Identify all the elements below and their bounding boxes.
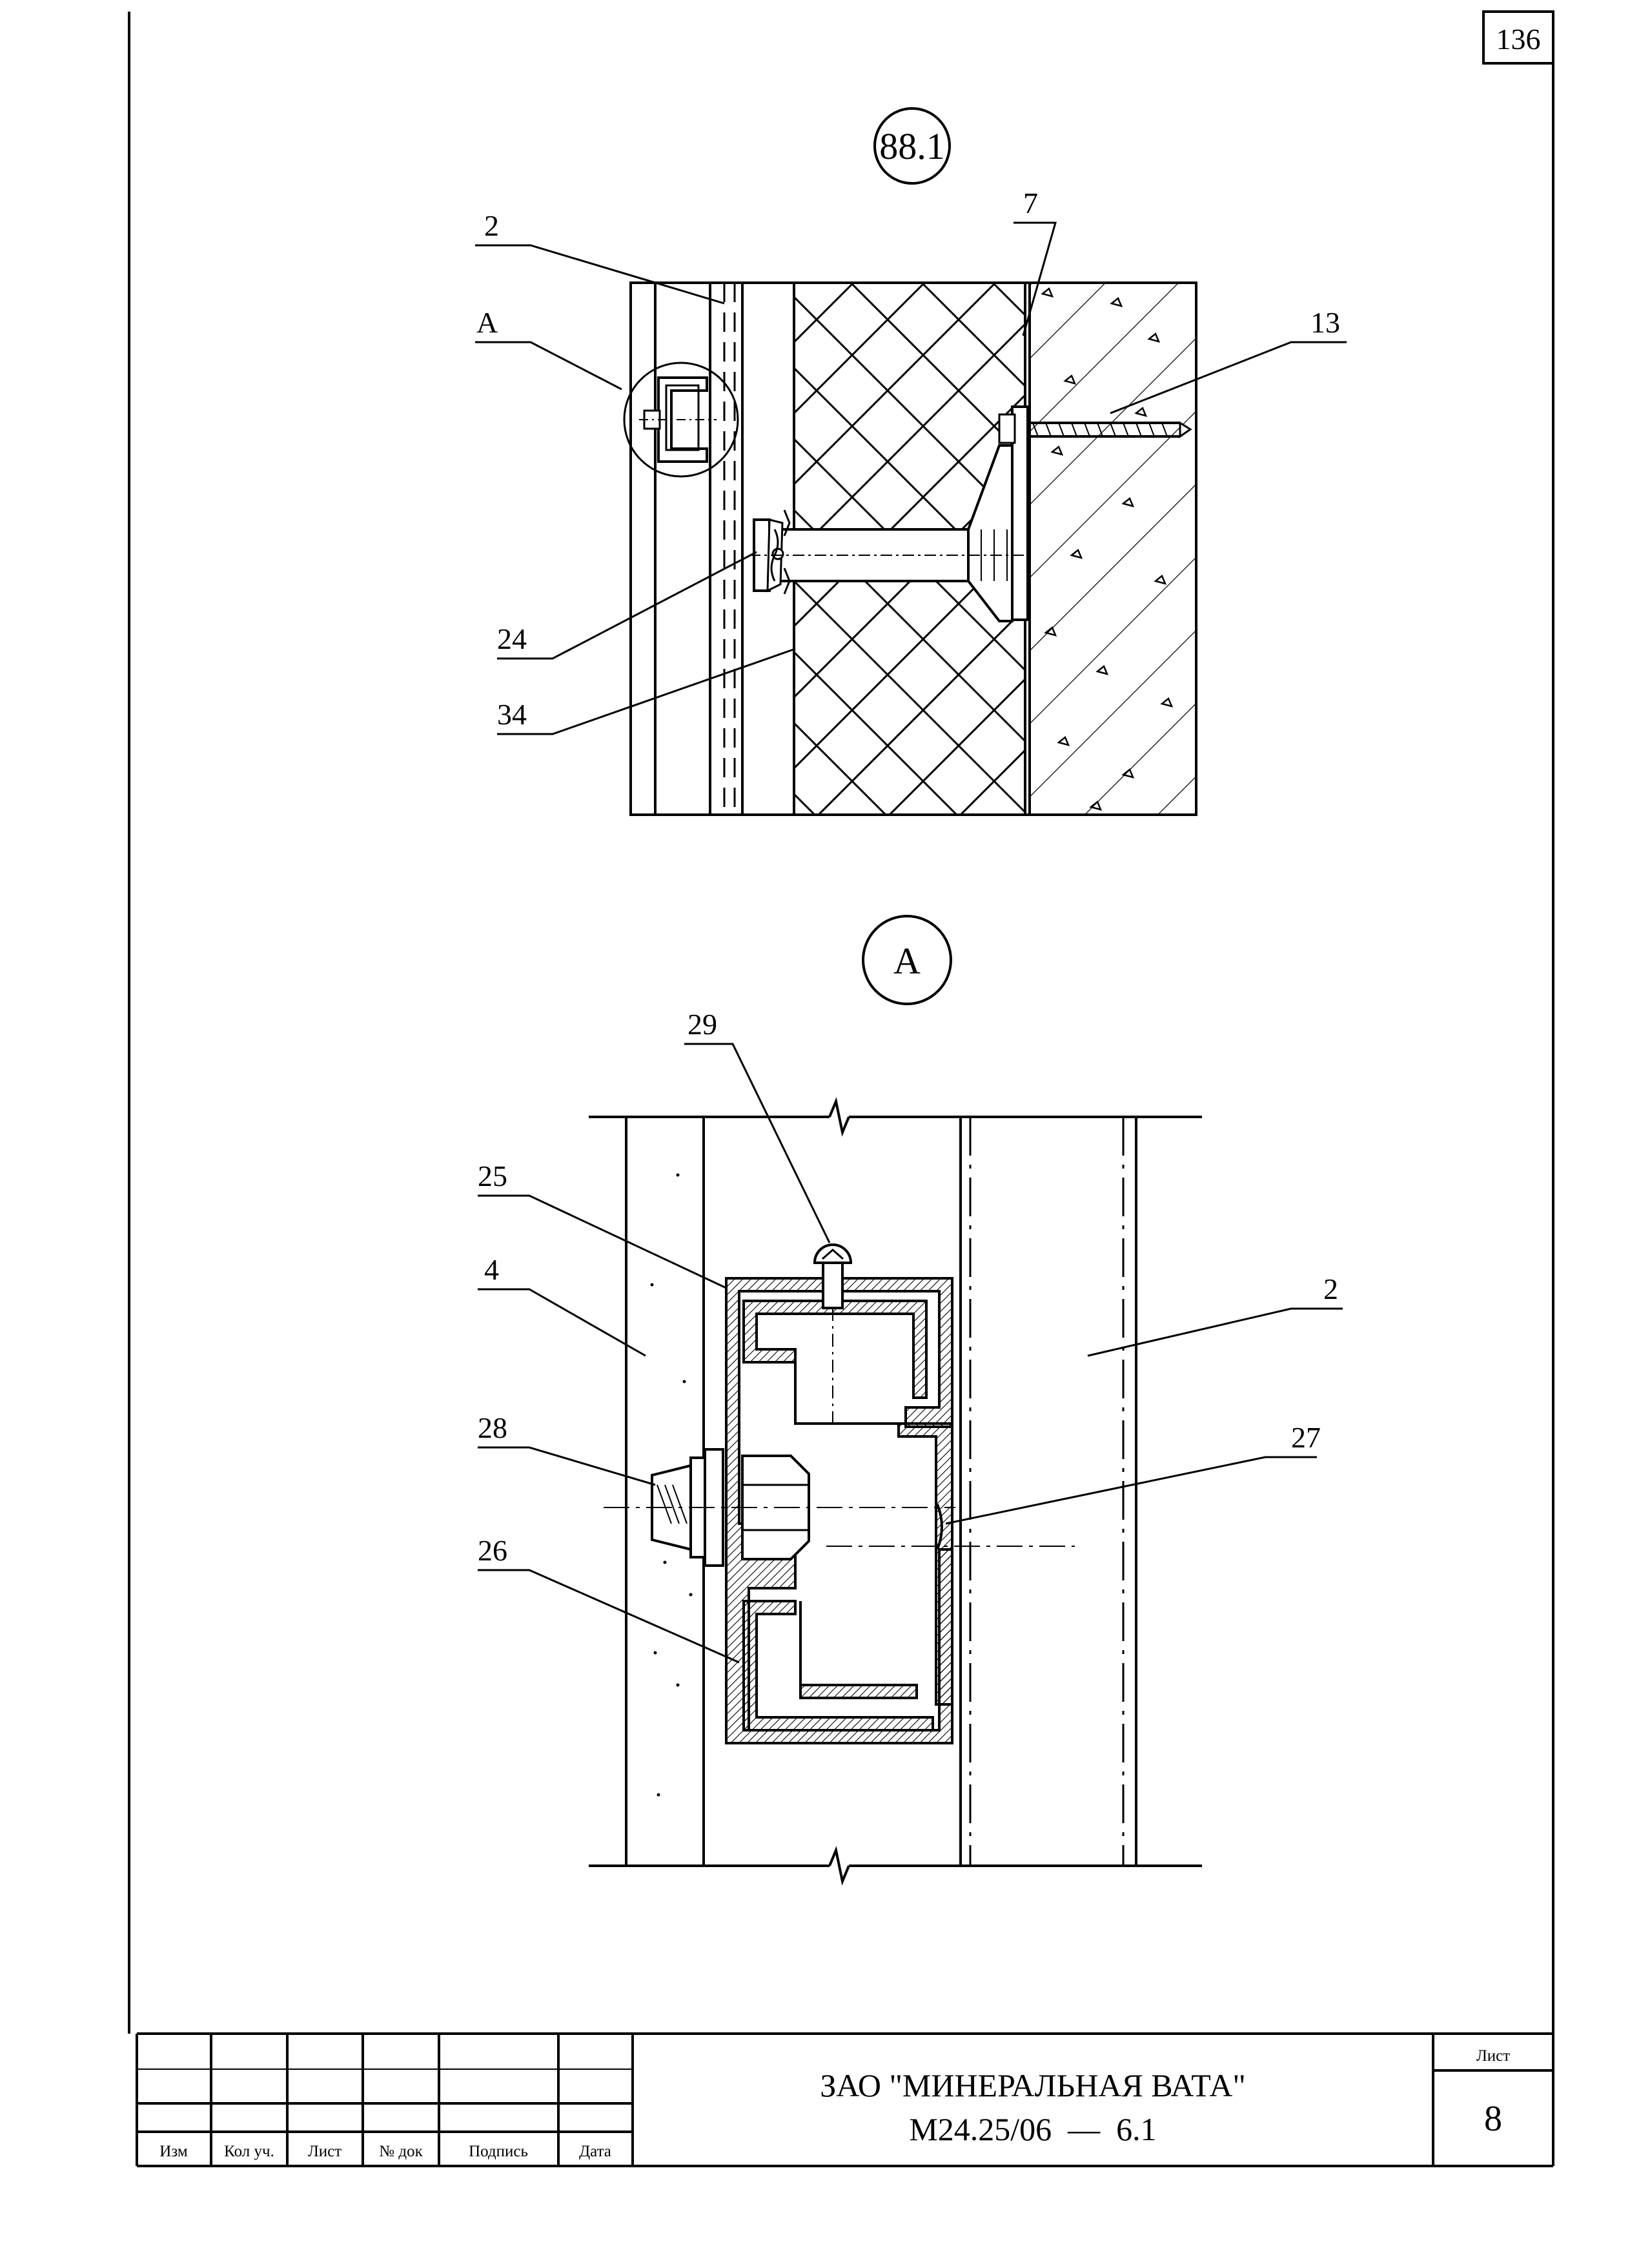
title-block-column-headers: Изм Кол уч. Лист № док Подпись Дата	[159, 2143, 611, 2160]
organization-name: ЗАО "МИНЕРАЛЬНАЯ ВАТА"	[820, 2067, 1246, 2103]
column-podpis: Подпись	[469, 2143, 528, 2160]
bolt-assembly-28	[604, 1448, 1075, 1567]
callout-25: 25	[478, 1160, 507, 1192]
view-mark-88-1: 88.1	[879, 125, 945, 167]
detail-a-circle	[623, 362, 739, 478]
view-mark-a: A	[893, 940, 921, 982]
page-number-box	[1482, 10, 1554, 65]
concrete-aggregate-marks	[1041, 287, 1174, 811]
callout-28: 28	[478, 1411, 507, 1444]
callout-34: 34	[497, 698, 527, 731]
panel-texture	[650, 1173, 693, 1797]
title-block: Изм Кол уч. Лист № док Подпись Дата ЗАО …	[136, 2032, 1553, 2166]
detail-view-a: A	[478, 915, 1343, 1886]
column-nom-dok: № док	[379, 2143, 423, 2160]
callout-7: 7	[1023, 187, 1038, 220]
wall-section	[623, 281, 1197, 816]
sheet-frame: 136	[128, 10, 1554, 2167]
rivet-29	[813, 1243, 853, 1427]
callout-4: 4	[484, 1253, 499, 1286]
column-izm: Изм	[159, 2143, 188, 2160]
callout-27: 27	[1291, 1421, 1321, 1454]
detail-panels	[589, 1097, 1202, 1886]
section-view-88-1: 88.1	[475, 107, 1347, 816]
inner-rail-profile	[742, 1300, 953, 1732]
view-mark-circle-a	[862, 915, 952, 1005]
callout-2-detail: 2	[1323, 1272, 1338, 1305]
callout-26: 26	[478, 1534, 507, 1567]
callout-29: 29	[688, 1008, 717, 1041]
sheet-number: 8	[1484, 2099, 1502, 2139]
detail-callout-labels: 29 25 4 2 28 27 26	[478, 1008, 1338, 1567]
sheet-label: Лист	[1476, 2047, 1510, 2065]
document-code: М24.25/06 — 6.1	[909, 2111, 1156, 2147]
section-leaders	[475, 221, 1347, 735]
callout-2: 2	[484, 209, 499, 242]
detail-leaders	[478, 1043, 1343, 1664]
page-number: 136	[1496, 23, 1541, 56]
callout-a: A	[476, 306, 498, 339]
callout-24: 24	[497, 622, 527, 655]
callout-13: 13	[1310, 306, 1340, 339]
section-callout-labels: 2 A 7 13 24 34	[476, 187, 1340, 731]
concrete-wall	[1030, 283, 1196, 815]
view-mark-circle	[873, 107, 951, 185]
bracket-assembly	[749, 405, 1192, 622]
column-data: Дата	[579, 2143, 611, 2160]
column-list: Лист	[308, 2143, 341, 2160]
column-kol-uch: Кол уч.	[224, 2143, 274, 2160]
